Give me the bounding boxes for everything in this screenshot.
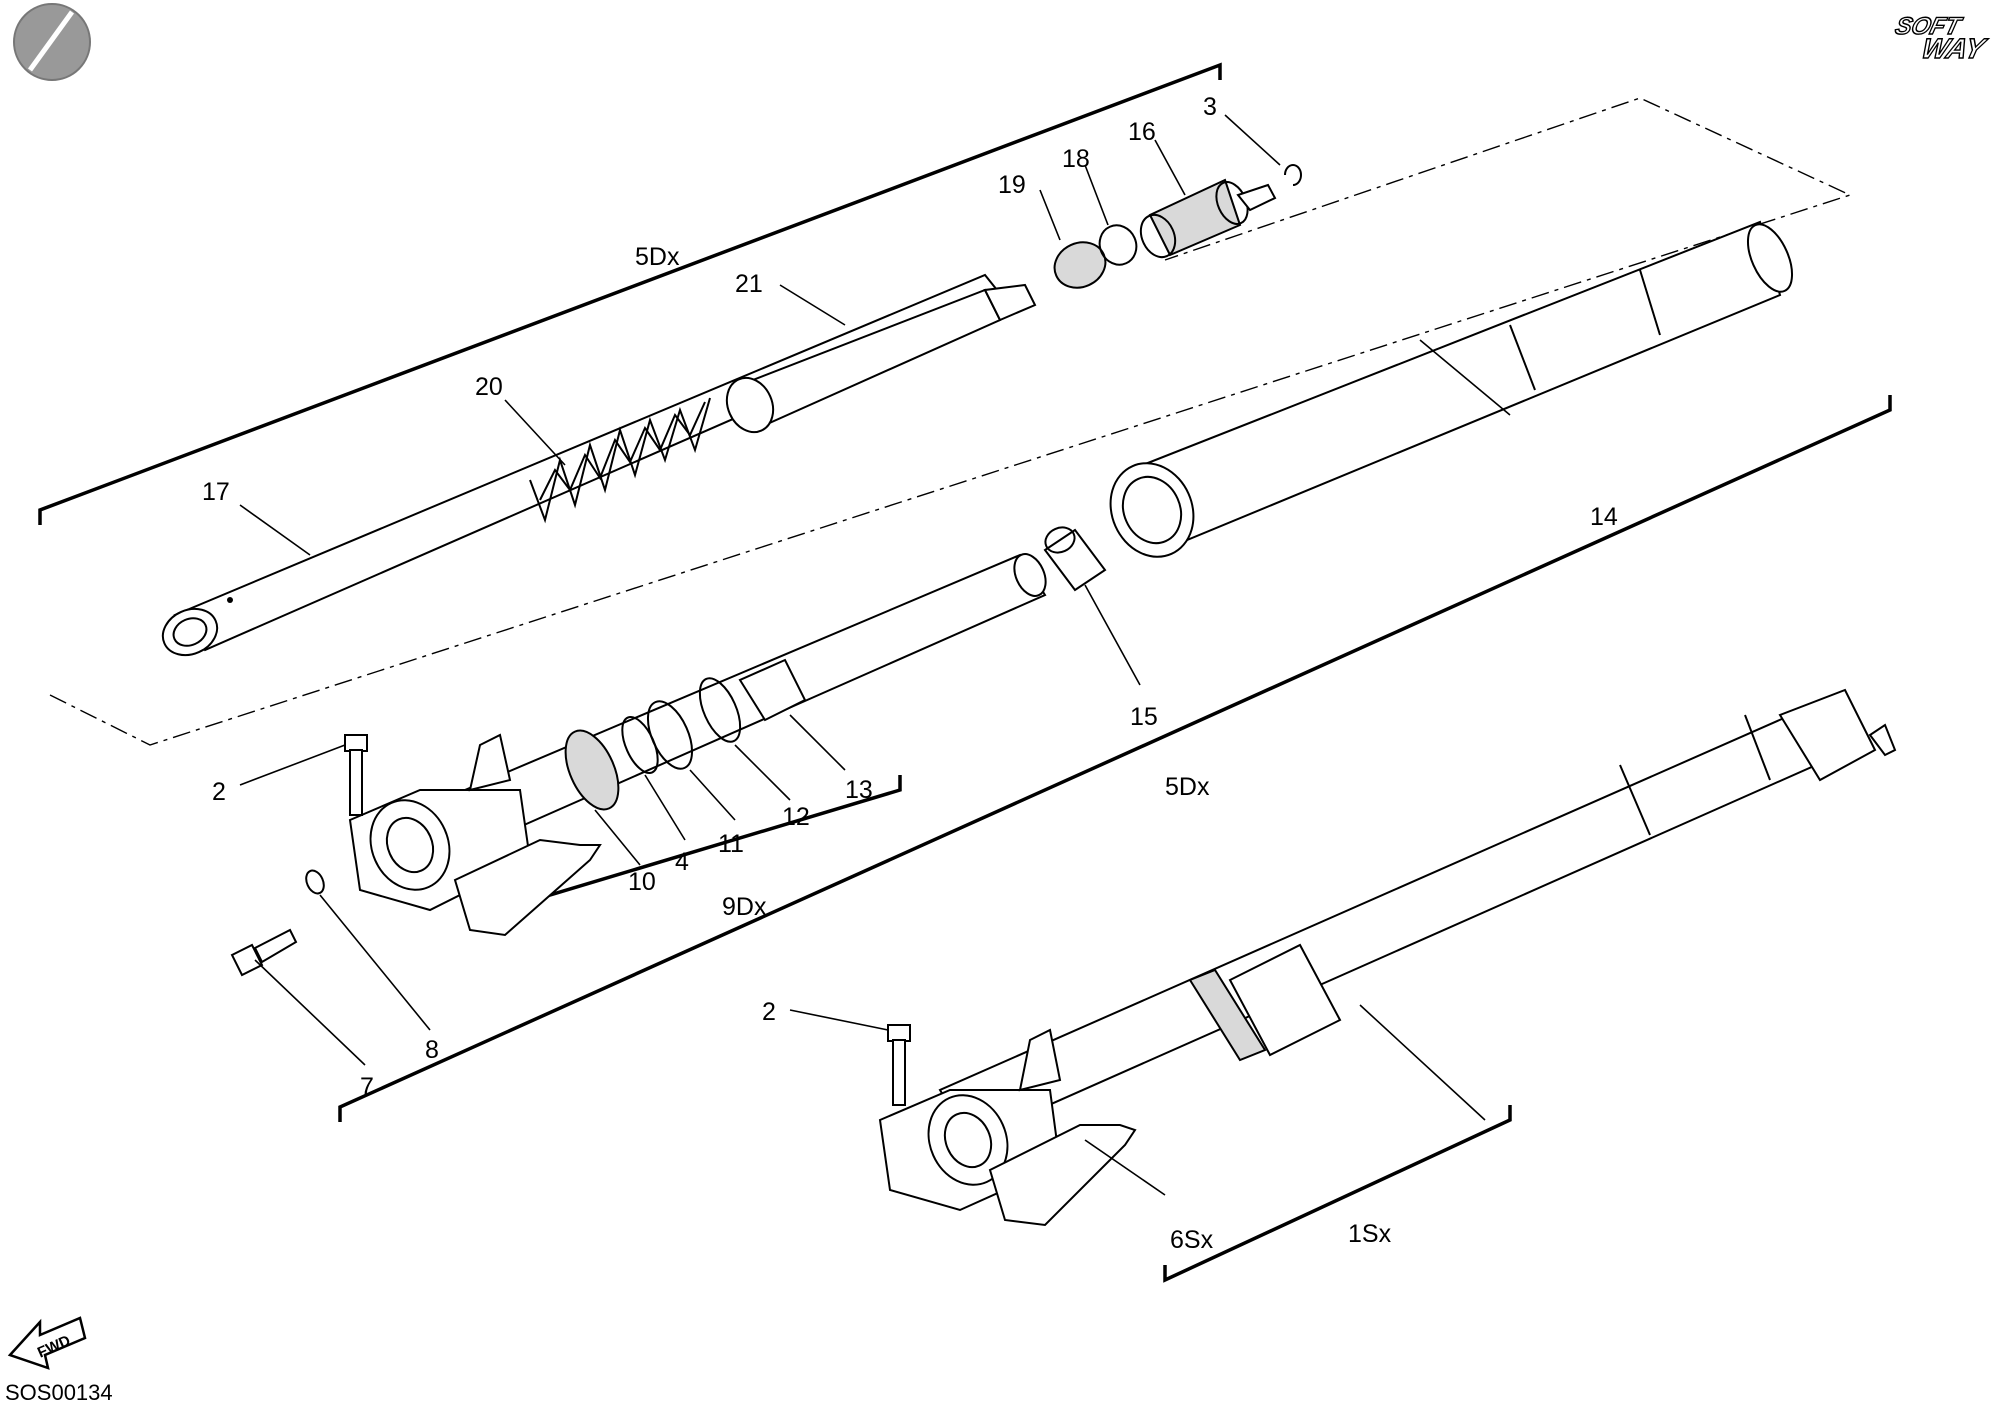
bolt-2-lower	[887, 1024, 911, 1106]
label-part-6sx: 6Sx	[1170, 1226, 1214, 1254]
bushing-13	[738, 658, 807, 722]
label-part-21: 21	[735, 270, 763, 298]
label-part-12: 12	[782, 803, 810, 831]
leader-lines	[239, 114, 1511, 1196]
washer-12	[698, 677, 742, 743]
bolt-7	[230, 928, 298, 977]
label-part-14: 14	[1590, 503, 1618, 531]
circlip-3	[1284, 164, 1302, 186]
dust-seal-11	[646, 700, 694, 770]
label-part-19: 19	[998, 171, 1026, 199]
label-part-11: 11	[718, 830, 744, 858]
rebound-spring-16	[1139, 178, 1277, 259]
label-part-2-upper: 2	[212, 778, 226, 806]
label-part-1sx: 1Sx	[1348, 1220, 1392, 1248]
badge-slash	[27, 10, 75, 72]
drawing-code: SOS00134	[5, 1380, 113, 1405]
logo-line2: WAY	[1918, 33, 1991, 65]
bushing-19	[1053, 241, 1107, 289]
label-part-4: 4	[675, 848, 689, 876]
bolt-2-upper	[344, 734, 368, 816]
label-part-20: 20	[475, 373, 503, 401]
fork-leg-left-1sx	[878, 688, 1897, 1227]
label-part-13: 13	[845, 776, 873, 804]
washer-18	[1098, 224, 1138, 266]
label-part-10: 10	[628, 868, 656, 896]
washer-8	[305, 869, 325, 895]
label-part-8: 8	[425, 1036, 439, 1064]
label-part-18: 18	[1062, 145, 1090, 173]
bracket-group-5dx-upper	[38, 62, 1222, 525]
inner-tube-right	[348, 553, 1047, 937]
bracket-group-1sx	[1163, 1105, 1512, 1283]
cartridge-tube-21	[725, 283, 1037, 434]
label-part-3: 3	[1203, 93, 1217, 121]
label-part-7: 7	[360, 1073, 374, 1101]
label-group-5dx-lower: 5Dx	[1165, 773, 1210, 801]
label-group-5dx-upper: 5Dx	[635, 243, 680, 271]
slide-bushing-15	[1043, 526, 1107, 592]
bracket-group-5dx-lower	[338, 395, 1892, 1122]
forward-arrow-icon: FWD	[7, 1316, 87, 1370]
label-part-15: 15	[1130, 703, 1158, 731]
oil-seal-10	[564, 729, 620, 811]
label-group-9dx: 9Dx	[722, 893, 767, 921]
assembly-dashed-outline	[49, 97, 1852, 746]
label-part-16: 16	[1128, 118, 1156, 146]
outer-tube-14	[1109, 220, 1794, 558]
softway-logo: SOFT WAY	[1892, 13, 1992, 66]
label-part-17: 17	[202, 478, 230, 506]
label-part-2-lower: 2	[762, 998, 776, 1026]
logo-line1: SOFT	[1893, 13, 1966, 40]
